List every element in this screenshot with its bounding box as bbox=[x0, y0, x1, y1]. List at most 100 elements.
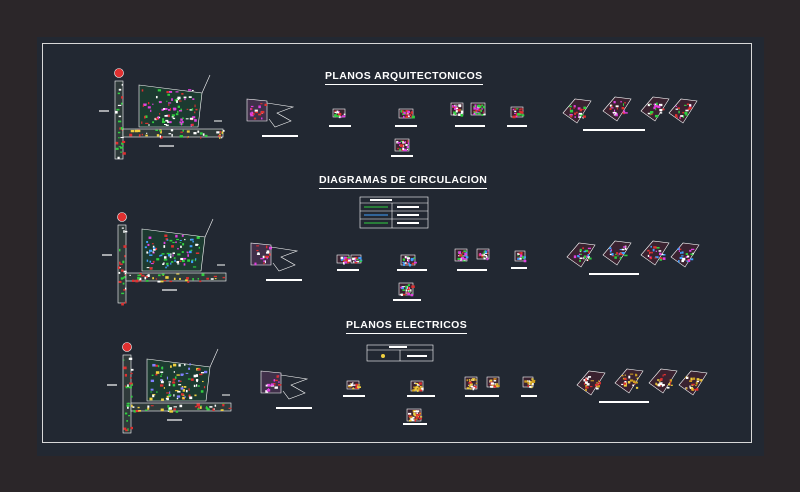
plan-detail bbox=[493, 380, 497, 382]
plan-detail bbox=[165, 238, 168, 241]
plan-detail bbox=[522, 255, 524, 258]
cad-model-space[interactable]: PLANOS ARQUITECTONICOS DIAGRAMAS DE CIRC… bbox=[37, 37, 764, 456]
plan-detail bbox=[531, 380, 536, 383]
plan-detail bbox=[180, 373, 184, 376]
plan-detail bbox=[118, 120, 122, 123]
plan-detail bbox=[212, 408, 215, 411]
plan-detail bbox=[407, 142, 410, 145]
plan-detail bbox=[274, 384, 276, 386]
plan-caption-bar bbox=[262, 135, 298, 137]
north-symbol bbox=[117, 212, 127, 222]
plan-detail bbox=[402, 115, 405, 119]
plan-detail bbox=[124, 255, 126, 258]
plan-detail bbox=[636, 377, 639, 380]
plan-detail bbox=[495, 383, 498, 386]
plan-detail bbox=[195, 374, 199, 377]
plan-detail bbox=[490, 381, 493, 383]
plan-detail bbox=[213, 275, 217, 278]
plan-detail bbox=[162, 118, 165, 121]
perspective-view bbox=[678, 370, 708, 396]
plan-detail bbox=[689, 104, 692, 107]
plan-detail bbox=[472, 387, 475, 391]
plan-detail bbox=[350, 383, 353, 387]
plan-detail bbox=[129, 377, 132, 379]
plan-detail bbox=[463, 250, 467, 253]
plan-detail bbox=[689, 380, 693, 382]
plan-detail bbox=[517, 113, 520, 116]
plan-detail bbox=[484, 252, 488, 255]
plan-detail bbox=[577, 255, 580, 258]
plan-detail bbox=[519, 113, 522, 116]
plan-detail bbox=[222, 129, 225, 132]
plan-detail bbox=[199, 132, 203, 135]
plan-detail bbox=[182, 120, 184, 124]
plan-detail bbox=[352, 387, 355, 390]
plan-detail bbox=[470, 387, 472, 390]
plan-detail bbox=[418, 382, 422, 385]
plan-detail bbox=[684, 104, 687, 106]
plan-detail bbox=[172, 380, 175, 382]
plan-caption-bar bbox=[457, 269, 487, 271]
plan-detail bbox=[417, 413, 421, 416]
plan-detail bbox=[258, 113, 262, 116]
plan-detail bbox=[184, 98, 186, 101]
plan-detail bbox=[194, 119, 197, 122]
plan-detail bbox=[414, 410, 417, 412]
plan-detail bbox=[162, 274, 164, 277]
plan-detail bbox=[529, 385, 532, 388]
plan-detail bbox=[162, 108, 166, 110]
plan-detail bbox=[125, 429, 128, 432]
plan-detail bbox=[348, 384, 352, 388]
plan-detail bbox=[123, 359, 125, 361]
plan-detail bbox=[120, 127, 124, 130]
plan-detail bbox=[187, 378, 191, 380]
plan-detail bbox=[177, 248, 179, 250]
plan-detail bbox=[420, 387, 424, 391]
plan-detail bbox=[336, 115, 340, 118]
plan-detail bbox=[179, 100, 182, 102]
plan-detail bbox=[250, 107, 252, 111]
plan-detail bbox=[647, 112, 650, 115]
plan-detail bbox=[180, 108, 182, 111]
plan-detail bbox=[402, 261, 405, 264]
plan-detail bbox=[465, 255, 467, 257]
plan-detail bbox=[125, 385, 128, 389]
plan-detail bbox=[416, 384, 420, 386]
plan-detail bbox=[149, 260, 152, 263]
plan-detail bbox=[656, 383, 659, 386]
plan-detail bbox=[179, 121, 182, 124]
plan-detail bbox=[166, 114, 170, 117]
plan-detail bbox=[400, 110, 403, 113]
plan-detail bbox=[194, 259, 197, 262]
plan-detail bbox=[167, 93, 171, 96]
plan-detail bbox=[624, 102, 626, 104]
plan-detail bbox=[195, 108, 198, 111]
plan-detail bbox=[191, 260, 194, 264]
plan-detail bbox=[655, 108, 657, 111]
plan-detail bbox=[621, 252, 625, 255]
plan-detail bbox=[274, 386, 278, 389]
plan-detail bbox=[267, 384, 271, 387]
plan-detail bbox=[635, 374, 638, 377]
plan-detail bbox=[410, 293, 414, 297]
drawing-frame bbox=[42, 43, 752, 443]
plan-detail bbox=[579, 114, 582, 117]
plan-detail bbox=[121, 83, 123, 86]
plan-detail bbox=[512, 115, 516, 119]
plan-detail bbox=[183, 363, 186, 366]
plan-detail bbox=[661, 385, 664, 387]
plan-detail bbox=[343, 261, 345, 265]
plan-detail bbox=[686, 103, 690, 106]
plan-detail bbox=[489, 379, 493, 382]
plan-detail bbox=[400, 286, 403, 289]
plan-detail bbox=[144, 276, 147, 280]
plan-detail bbox=[116, 108, 120, 111]
plan-detail bbox=[475, 109, 478, 112]
perspective-view bbox=[566, 242, 596, 268]
plan-detail bbox=[406, 145, 409, 149]
plan-detail bbox=[473, 111, 478, 113]
plan-detail bbox=[144, 246, 147, 249]
plan-detail bbox=[487, 252, 489, 254]
plan-detail bbox=[171, 114, 175, 117]
plan-detail bbox=[177, 105, 180, 108]
